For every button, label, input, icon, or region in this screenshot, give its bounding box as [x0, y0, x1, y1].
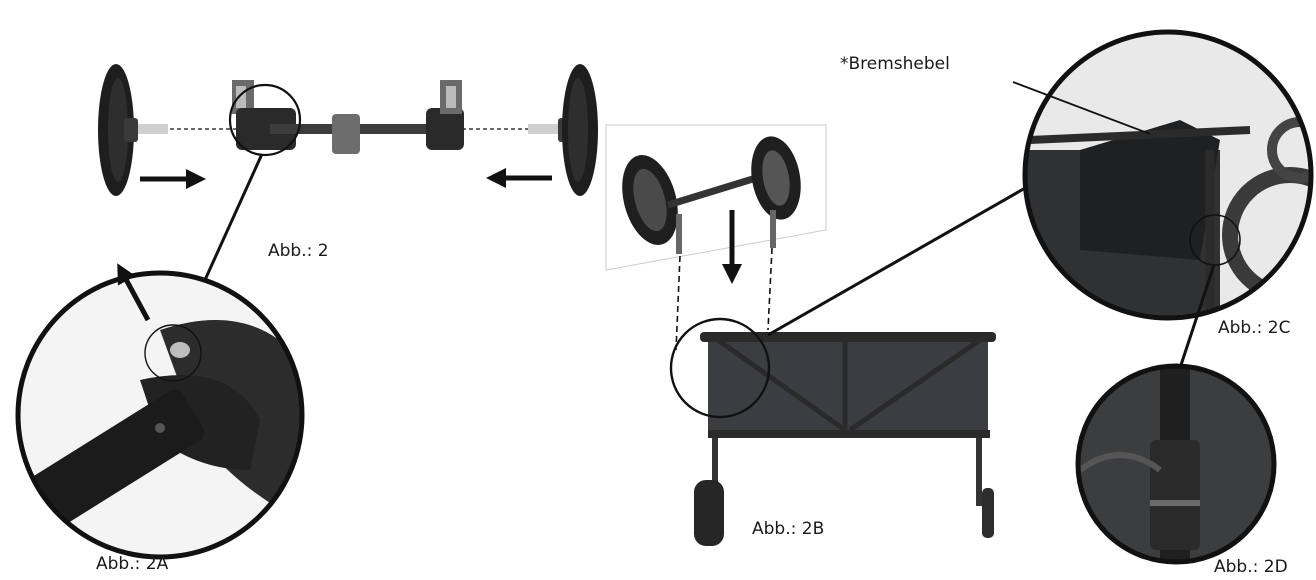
detail-circle-2 — [228, 83, 302, 157]
drop-guide-left — [675, 255, 681, 351]
label-abb-2b: Abb.: 2B — [752, 519, 825, 539]
right-wheel — [528, 64, 598, 196]
label-abb-2: Abb.: 2 — [268, 241, 329, 261]
detail-circle-2b — [669, 317, 771, 419]
figure-2c-magnified — [1012, 29, 1314, 321]
brake-highlight-circle — [1189, 214, 1241, 266]
clip-highlight-circle — [144, 324, 202, 382]
figure-2-axle-assembly — [98, 64, 598, 196]
label-abb-2d: Abb.: 2D — [1214, 557, 1288, 577]
left-wheel — [98, 64, 168, 196]
label-brake-lever: *Bremshebel — [840, 54, 950, 74]
label-abb-2c: Abb.: 2C — [1218, 318, 1291, 338]
axle — [232, 80, 464, 154]
figure-2a-magnified — [15, 263, 305, 560]
callout-line-2c — [767, 181, 1035, 337]
axle-inset-photo — [605, 124, 827, 284]
drop-guide-right — [767, 247, 773, 331]
arrow-up — [117, 263, 151, 322]
figure-2b-wagon — [669, 317, 996, 546]
callout-line-2d — [1178, 264, 1216, 369]
label-abb-2a: Abb.: 2A — [96, 554, 169, 574]
figure-2d-magnified — [1075, 363, 1277, 565]
brake-label-leader — [1012, 81, 1151, 135]
